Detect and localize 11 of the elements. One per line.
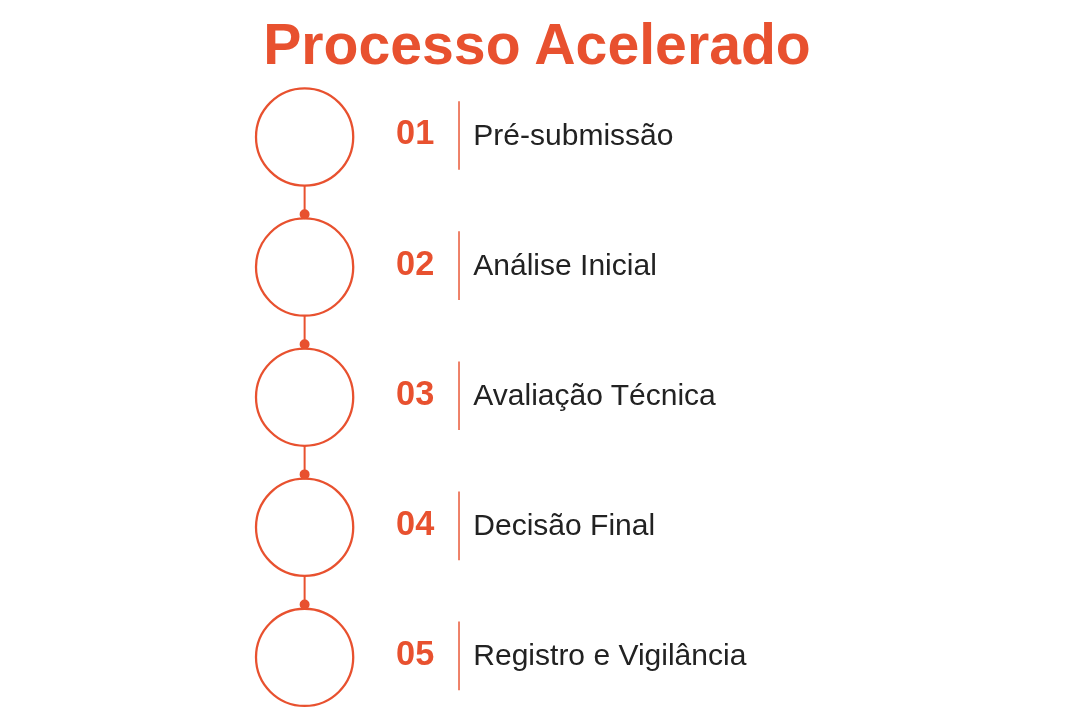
node-label: Análise Inicial (472, 247, 657, 281)
node-label: 01 (395, 113, 434, 152)
node-label: Avaliação Técnica (472, 377, 716, 411)
node-label: 05 (395, 633, 434, 672)
node-label: Decisão Final (472, 507, 655, 541)
node-label: Pré-submissão (472, 117, 673, 151)
node-label: 03 (395, 373, 434, 412)
diagram-title: Processo Acelerado (262, 12, 811, 77)
node-label: 04 (395, 503, 434, 542)
node-label: Registro e Vigilância (472, 637, 746, 671)
node-label: 02 (395, 243, 434, 282)
